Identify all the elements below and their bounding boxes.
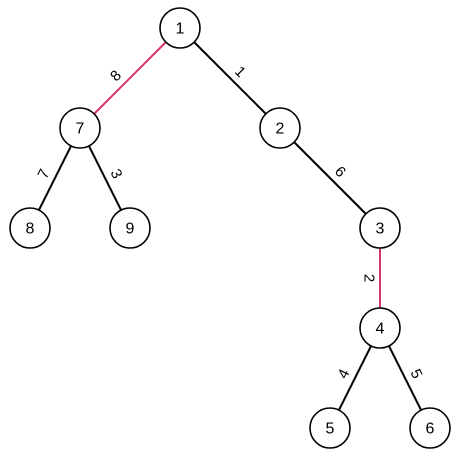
edge-weight-3-4: 2: [361, 274, 378, 282]
node-label-1: 1: [176, 21, 185, 38]
edge-1-2: [193, 41, 267, 115]
node-7: 7: [59, 107, 101, 149]
node-label-7: 7: [76, 121, 85, 138]
edge-weight-7-9: 3: [107, 166, 126, 181]
edge-weight-1-2: 1: [231, 63, 249, 81]
node-circle-9: [109, 207, 151, 249]
node-label-9: 9: [126, 221, 135, 238]
node-label-3: 3: [376, 221, 385, 238]
edge-weight-4-6: 5: [407, 366, 426, 381]
edge-7-9: [87, 144, 123, 212]
edge-7-8: [37, 144, 73, 212]
edge-1-7: [93, 41, 167, 115]
node-label-8: 8: [26, 221, 35, 238]
node-4: 4: [359, 307, 401, 349]
node-circle-6: [409, 407, 451, 449]
node-circle-4: [359, 307, 401, 349]
node-circle-8: [9, 207, 51, 249]
node-2: 2: [259, 107, 301, 149]
node-label-6: 6: [426, 421, 435, 438]
edge-weight-1-7: 8: [107, 67, 125, 85]
node-circle-5: [309, 407, 351, 449]
node-8: 8: [9, 207, 51, 249]
node-circle-2: [259, 107, 301, 149]
edge-2-3: [293, 141, 367, 215]
edge-weight-4-5: 4: [335, 366, 354, 381]
edge-weight-7-8: 7: [35, 166, 54, 181]
node-label-4: 4: [376, 321, 385, 338]
node-3: 3: [359, 207, 401, 249]
node-label-2: 2: [276, 121, 285, 138]
node-label-5: 5: [326, 421, 335, 438]
node-5: 5: [309, 407, 351, 449]
node-6: 6: [409, 407, 451, 449]
node-circle-3: [359, 207, 401, 249]
node-circle-1: [159, 7, 201, 49]
nodes-layer: 1 7 2 8 9 3 4 5 6: [9, 7, 451, 449]
node-1: 1: [159, 7, 201, 49]
edge-4-6: [387, 344, 423, 412]
edge-4-5: [337, 344, 373, 412]
node-circle-7: [59, 107, 101, 149]
edge-weight-2-3: 6: [331, 163, 349, 181]
edges-layer: [37, 41, 423, 412]
node-9: 9: [109, 207, 151, 249]
